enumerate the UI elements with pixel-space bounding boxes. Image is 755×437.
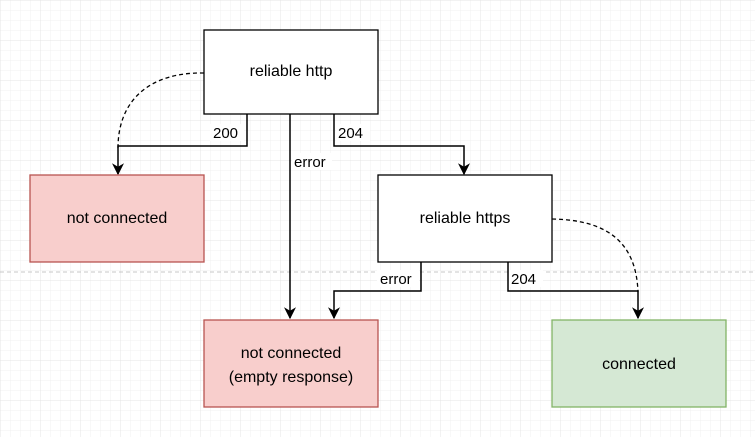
edge-label-204-https: 204 [511,271,536,288]
node-not-connected-label: not connected [67,210,168,227]
node-connected-label: connected [602,356,676,373]
node-not-connected[interactable]: not connected [29,174,205,263]
node-reliable-https-label: reliable https [420,210,511,227]
edge-http-dashed [117,72,205,149]
edge-https-204 [507,262,644,320]
edge-label-204-http: 204 [338,125,363,142]
node-reliable-http-label: reliable http [250,63,333,80]
node-not-connected-empty-line1: not connected [241,345,342,362]
node-not-connected-empty-line2: (empty response) [229,369,354,386]
node-reliable-https[interactable]: reliable https [377,174,553,263]
node-connected[interactable]: connected [551,319,727,408]
node-not-connected-empty[interactable]: not connected (empty response) [203,319,379,408]
edge-https-error [328,262,422,320]
edge-http-200 [112,114,248,176]
edge-http-204 [333,114,470,176]
edge-label-200: 200 [213,125,238,142]
node-reliable-http[interactable]: reliable http [203,29,379,115]
edge-label-error-https: error [380,271,412,288]
edge-label-error-http: error [294,154,326,171]
edge-https-dashed [551,218,639,293]
